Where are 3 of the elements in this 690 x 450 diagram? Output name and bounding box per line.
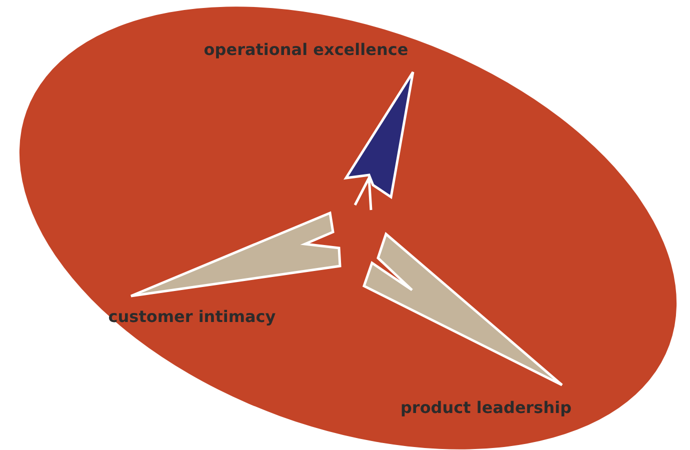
strategy-label: customer intimacy	[108, 307, 276, 326]
strategy-label: operational excellence	[204, 40, 408, 59]
strategy-label: product leadership	[400, 398, 572, 417]
